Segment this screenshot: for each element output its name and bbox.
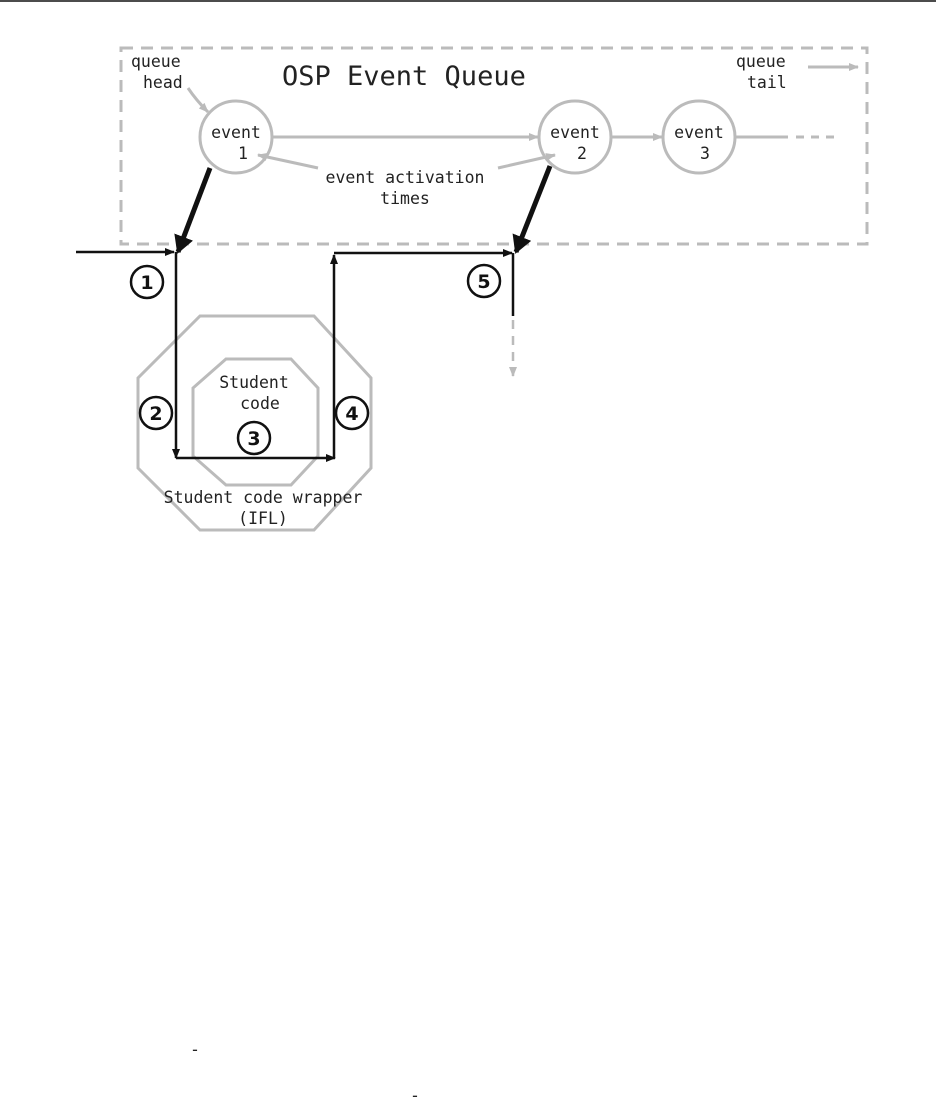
- footer-mark-2: -: [410, 1086, 420, 1105]
- student-code-octagon: [191, 357, 320, 487]
- step-marker-2-num: 2: [149, 403, 162, 425]
- activation-arrow-to-event2: [497, 153, 556, 170]
- student-code-label-line2: code: [240, 394, 280, 413]
- footer-mark-1: -: [190, 1040, 200, 1059]
- dispatch-arrow-event2: [512, 165, 553, 254]
- queue-tail-label-line1: queue: [736, 52, 786, 71]
- queue-tail-label-line2: tail: [747, 73, 787, 92]
- event-queue-box: [119, 46, 869, 246]
- wrapper-label-line1: Student code wrapper: [164, 488, 363, 507]
- student-code-label-line1: Student: [219, 373, 289, 392]
- step-marker-4: 4: [334, 395, 370, 431]
- event-node-2-num: 2: [577, 144, 587, 163]
- step-marker-3: 3: [236, 420, 272, 456]
- step-marker-1: 1: [129, 264, 165, 300]
- event-node-1-label: event: [211, 123, 261, 142]
- queue-head-label-line2: head: [143, 73, 183, 92]
- dispatch-arrow-event1: [174, 167, 213, 254]
- step-marker-2: 2: [138, 395, 174, 431]
- step-marker-5-num: 5: [477, 271, 490, 293]
- event-node-3-num: 3: [700, 144, 710, 163]
- activation-label-line2: times: [380, 189, 430, 208]
- event-node-3-label: event: [674, 123, 724, 142]
- wrapper-label-line2: (IFL): [238, 509, 288, 528]
- step-marker-4-num: 4: [345, 403, 358, 425]
- activation-arrow-to-event1: [257, 152, 319, 170]
- event-queue-title: OSP Event Queue: [282, 61, 526, 92]
- activation-label-line1: event activation: [326, 168, 485, 187]
- event-node-2-label: event: [550, 123, 600, 142]
- event-node-1-num: 1: [238, 144, 248, 163]
- step-marker-1-num: 1: [140, 272, 153, 294]
- queue-head-label-line1: queue: [131, 52, 181, 71]
- queue-head-arrow: [186, 87, 210, 114]
- step-marker-5: 5: [466, 263, 502, 299]
- step-marker-3-num: 3: [247, 428, 260, 450]
